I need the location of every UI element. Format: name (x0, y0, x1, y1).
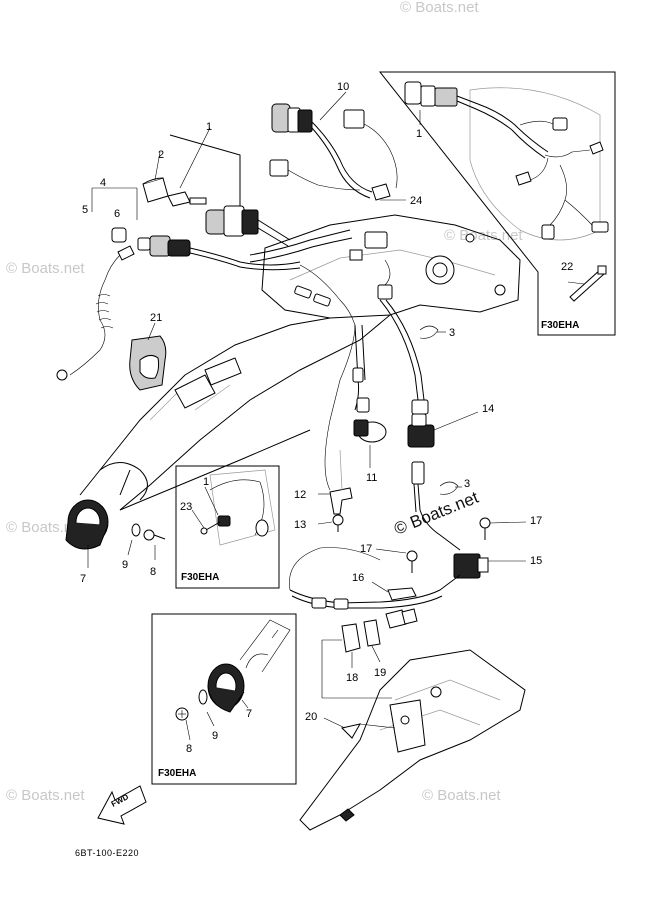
callout-18: 18 (346, 672, 358, 684)
callout-3: 3 (464, 478, 470, 490)
callout-17: 17 (530, 515, 542, 527)
callout-5: 5 (82, 204, 88, 216)
callout-8: 8 (150, 566, 156, 578)
watermarks: © Boats.net © Boats.net © Boats.net © Bo… (6, 0, 523, 804)
callout-3: 3 (449, 327, 455, 339)
inset-top-right: 22 1 F30EHA (378, 71, 616, 336)
callout-21: 21 (150, 312, 162, 324)
inset-bottom-left: 7 9 8 F30EHA (151, 613, 297, 785)
callout-23: 23 (180, 501, 192, 513)
callout-6: 6 (114, 208, 120, 220)
callout-20: 20 (305, 711, 317, 723)
callout-14: 14 (482, 403, 494, 415)
callout-9: 9 (212, 730, 218, 742)
callout-10: 10 (337, 81, 349, 93)
grip-end-parts: 7 9 8 (65, 499, 166, 585)
inset-label: F30EHA (181, 572, 219, 583)
callout-2: 2 (158, 149, 164, 161)
steering-handle-assembly (79, 214, 521, 511)
callout-7: 7 (246, 708, 252, 720)
callout-1: 1 (206, 121, 212, 133)
callout-11: 11 (366, 472, 377, 484)
bottom-cowling-parts: 18 19 20 (299, 619, 526, 831)
watermark: © Boats.net (6, 260, 85, 277)
watermark: © Boats.net (6, 787, 85, 804)
inset-middle-left: 1 23 F30EHA (175, 465, 280, 589)
watermark: © Boats.net (6, 519, 85, 536)
callout-16: 16 (352, 572, 364, 584)
watermark: © Boats.net (422, 787, 501, 804)
watermark: © Boats.net (400, 0, 479, 16)
watermark-center: © Boats.net (391, 488, 481, 539)
callout-17: 17 (360, 543, 372, 555)
fwd-arrow: FWD (97, 785, 147, 825)
callout-24: 24 (410, 195, 422, 207)
callout-15: 15 (530, 555, 542, 567)
main-switch-parts: 10 24 1 2 4 5 6 (56, 81, 422, 391)
callout-22: 22 (561, 261, 573, 273)
callout-13: 13 (294, 519, 306, 531)
callout-19: 19 (374, 667, 386, 679)
callout-1: 1 (416, 128, 422, 140)
callout-12: 12 (294, 489, 306, 501)
callout-1: 1 (203, 476, 209, 488)
document-code: 6BT-100-E220 (75, 848, 139, 858)
inset-label: F30EHA (158, 768, 196, 779)
callout-9: 9 (122, 559, 128, 571)
callout-8: 8 (186, 743, 192, 755)
callout-4: 4 (100, 177, 106, 189)
callout-7: 7 (80, 573, 86, 585)
electrical-parts: 11 12 13 14 3 3 15 17 (289, 324, 542, 629)
watermark: © Boats.net (444, 227, 523, 244)
inset-label: F30EHA (541, 320, 579, 331)
